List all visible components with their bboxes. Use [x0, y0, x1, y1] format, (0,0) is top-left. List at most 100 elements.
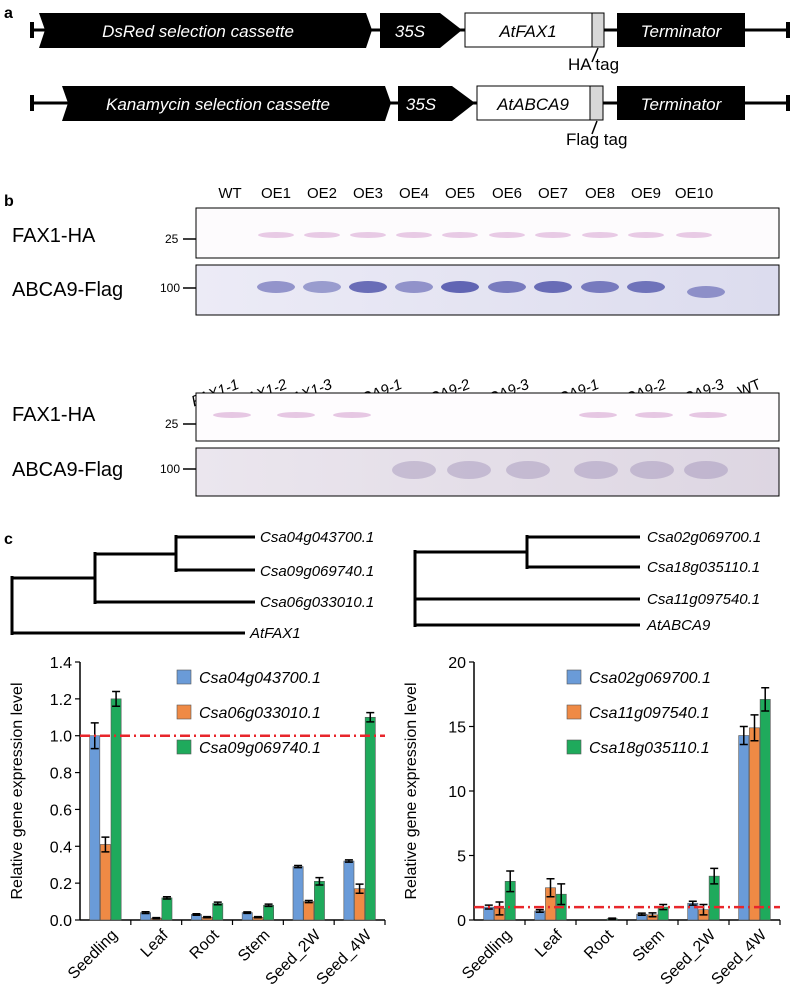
- bar: [364, 716, 376, 921]
- bar: [110, 698, 122, 921]
- error-bar: [203, 915, 212, 919]
- protein-band: [350, 232, 386, 238]
- protein-band: [489, 232, 525, 238]
- protein-band: [630, 461, 674, 479]
- blot1-row2-membrane: [195, 264, 780, 316]
- error-bar: [264, 903, 273, 908]
- blot2-row1-marker: 25: [165, 417, 179, 431]
- error-bar: [535, 908, 544, 914]
- protein-band: [687, 286, 725, 298]
- lane-label: OE9: [631, 185, 661, 202]
- protein-band: [689, 412, 727, 418]
- y-tick-label: 1.0: [50, 729, 72, 746]
- phylogenetic-tree-fax1: [10, 535, 255, 635]
- bar: [738, 735, 750, 921]
- error-bar: [750, 714, 759, 742]
- panel-label-b: b: [4, 193, 14, 210]
- protein-band: [213, 412, 251, 418]
- x-tick-label: Seedling: [459, 927, 515, 983]
- y-tick-label: 0.2: [50, 876, 72, 893]
- blot1-row1-label: FAX1-HA: [12, 225, 96, 247]
- protein-band: [303, 281, 341, 293]
- tag-label: Flag tag: [566, 130, 627, 149]
- tree2-leaf: AtABCA9: [646, 617, 711, 634]
- lane-label: OE1: [261, 185, 291, 202]
- y-tick-label: 20: [448, 655, 466, 672]
- error-bar: [739, 725, 748, 746]
- tag-box: [589, 85, 604, 121]
- protein-band: [627, 281, 665, 293]
- y-axis-label: Relative gene expression level: [9, 682, 26, 899]
- error-bar: [162, 896, 171, 900]
- protein-band: [676, 232, 712, 238]
- blot2-row2-marker: 100: [160, 462, 180, 476]
- x-tick-label: Stem: [630, 927, 668, 965]
- protein-band: [392, 461, 436, 479]
- terminator-box: [617, 86, 745, 120]
- protein-band: [535, 232, 571, 238]
- error-bar: [710, 867, 719, 885]
- bar: [749, 727, 760, 921]
- y-axis-label: Relative gene expression level: [403, 682, 420, 899]
- tree-branch: [413, 599, 640, 627]
- protein-band: [488, 281, 526, 293]
- protein-band: [395, 281, 433, 293]
- lane-label: OE7: [538, 185, 568, 202]
- legend-swatch: [176, 669, 192, 685]
- error-bar: [294, 864, 303, 869]
- tag-label: HA tag: [568, 55, 619, 74]
- blot2-row2-label: ABCA9-Flag: [12, 459, 123, 481]
- error-bar: [213, 901, 222, 906]
- gene-box: [476, 85, 591, 121]
- tree1-leaf: Csa09g069740.1: [260, 563, 374, 580]
- tree1-leaf: AtFAX1: [249, 625, 301, 642]
- blot1-row2-marker: 100: [160, 281, 180, 295]
- x-tick-label: Root: [187, 926, 223, 962]
- protein-band: [257, 281, 295, 293]
- blot1-row1-membrane: [195, 207, 780, 259]
- phylogenetic-tree-abca9: [413, 535, 640, 627]
- error-bar: [304, 899, 313, 904]
- tree2-leaf: Csa18g035110.1: [647, 559, 760, 576]
- legend-label: Csa09g069740.1: [199, 740, 321, 757]
- y-tick-label: 10: [448, 784, 466, 801]
- promoter-box: [380, 13, 462, 48]
- protein-band: [582, 232, 618, 238]
- error-bar: [648, 912, 657, 918]
- y-tick-label: 0.6: [50, 802, 72, 819]
- legend-label: Csa06g033010.1: [199, 705, 321, 722]
- gene-box: [464, 12, 593, 48]
- protein-band: [581, 281, 619, 293]
- legend-swatch: [176, 739, 192, 755]
- protein-band: [579, 412, 617, 418]
- gene-label: AtABCA9: [496, 95, 569, 114]
- protein-band: [635, 412, 673, 418]
- error-bar: [315, 876, 324, 886]
- error-bar: [761, 687, 770, 712]
- protein-band: [304, 232, 340, 238]
- border-right: [786, 95, 790, 111]
- error-bar: [355, 883, 364, 895]
- promoter-box: [398, 86, 475, 121]
- tree2-leaf: Csa11g097540.1: [647, 591, 760, 608]
- blot2-row1-label: FAX1-HA: [12, 404, 96, 426]
- terminator-label: Terminator: [641, 95, 723, 114]
- error-bar: [688, 900, 697, 906]
- error-bar: [366, 711, 375, 723]
- lane-label: OE8: [585, 185, 615, 202]
- y-tick-label: 0.4: [50, 839, 72, 856]
- legend-swatch: [566, 669, 582, 685]
- panel-label-a: a: [4, 5, 13, 22]
- blot2-row1-bands: [213, 412, 727, 418]
- lane-label: OE2: [307, 185, 337, 202]
- x-tick-label: Root: [581, 926, 617, 962]
- legend-swatch: [566, 704, 582, 720]
- bar: [212, 903, 224, 921]
- bar: [100, 844, 111, 921]
- bar: [343, 860, 355, 921]
- construct-abca9: Kanamycin selection cassette 35S AtABCA9…: [30, 85, 790, 149]
- tag-pointer: [591, 120, 598, 135]
- bar: [89, 735, 101, 921]
- cassette-label: DsRed selection cassette: [102, 22, 294, 41]
- bar: [314, 880, 325, 921]
